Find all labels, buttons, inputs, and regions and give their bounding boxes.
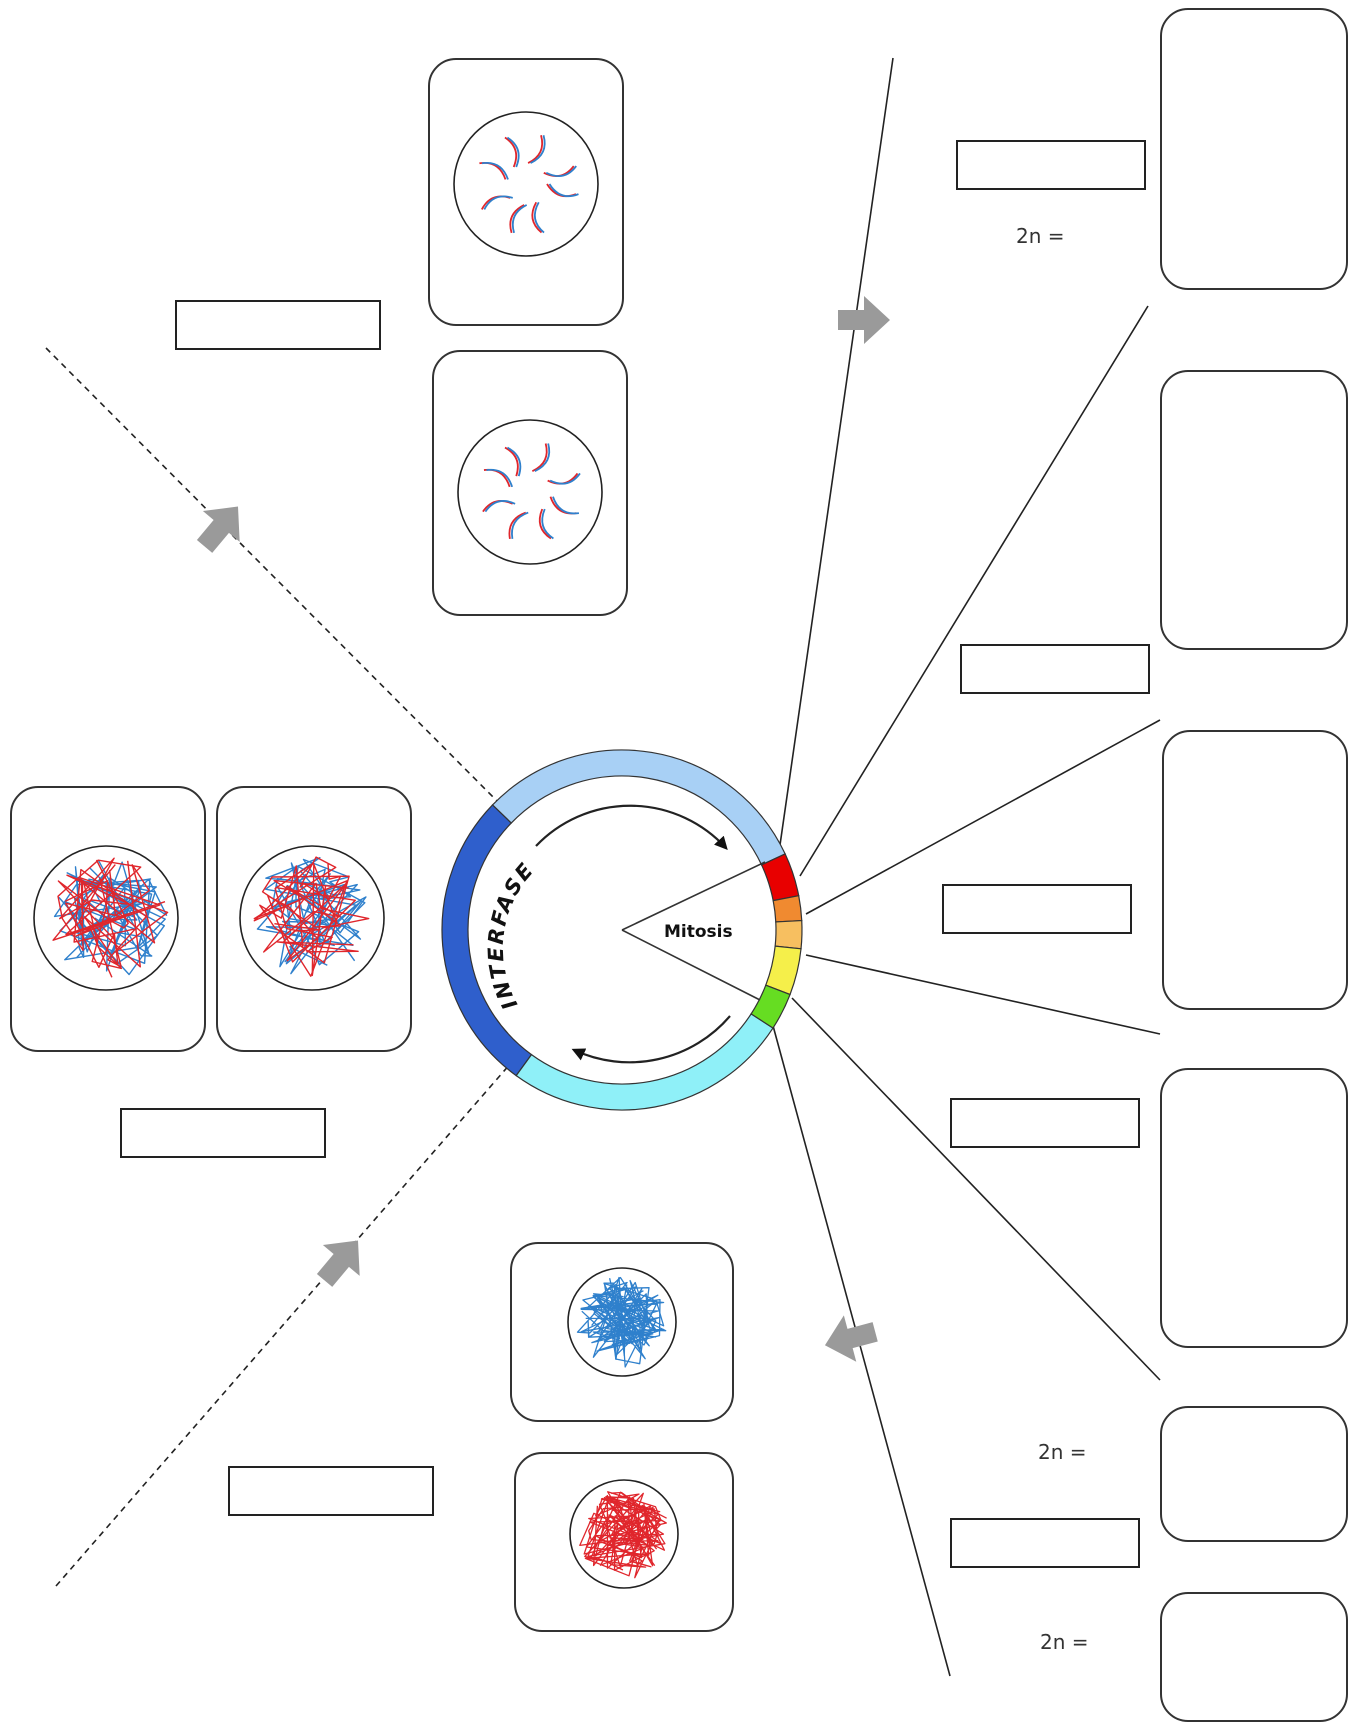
chromosome-arm xyxy=(541,508,554,540)
dashed-guide-line-upper xyxy=(45,347,509,813)
chromosome-arm xyxy=(486,468,513,488)
nucleus-membrane xyxy=(457,419,603,565)
phase-segment-metaphase xyxy=(774,919,803,950)
answer-box-phase-2[interactable] xyxy=(960,644,1150,694)
chromosome-arm xyxy=(504,136,518,168)
chromosome-arm xyxy=(483,195,514,210)
chromosome-strand xyxy=(253,862,359,953)
chromosome-arm xyxy=(533,201,545,234)
cycle-arrow-top xyxy=(535,804,728,850)
cell-cycle-wheel xyxy=(441,749,803,1111)
chromosome-strand xyxy=(58,867,166,976)
gray-arrow-upper-left xyxy=(196,506,240,553)
phase-card-1 xyxy=(1160,8,1348,290)
phase-segment-g1 xyxy=(491,749,786,866)
chromosome-arm xyxy=(508,511,527,540)
chromosome-arm xyxy=(548,183,579,198)
phase-card-4 xyxy=(1160,1068,1348,1348)
chromosome-strand xyxy=(264,866,360,966)
guide-line-phase-2a xyxy=(799,305,1149,877)
guide-line-phase-4 xyxy=(791,997,1161,1381)
guide-line-phase-2b xyxy=(805,719,1161,915)
phase-card-2 xyxy=(1160,370,1348,650)
chromosome-arm xyxy=(507,446,522,477)
phase-segment-s xyxy=(441,804,533,1077)
phase-card-3 xyxy=(1162,730,1348,1010)
cycle-arrow-bottom xyxy=(571,1015,731,1064)
chromosome-strand xyxy=(256,873,367,947)
chromosome-strand xyxy=(588,1276,656,1345)
nucleus-g1-maternal xyxy=(567,1267,677,1377)
mitosis-wedge xyxy=(621,861,766,1001)
chromosome-arm xyxy=(506,136,520,168)
chromosome-strand xyxy=(263,863,370,977)
phase-segment-prometaphase xyxy=(772,894,803,923)
nucleus-s-right xyxy=(239,845,385,991)
chromosome-arm xyxy=(531,201,543,234)
answer-box-phase-4[interactable] xyxy=(950,1098,1140,1148)
chromosome-strand xyxy=(583,1496,661,1567)
interphase-label-text: INTERFASE xyxy=(484,857,537,1013)
chromosome-strand xyxy=(580,1281,661,1352)
chromosome-arm xyxy=(538,508,552,540)
chromosome-arm xyxy=(481,161,509,180)
answer-box-phase-5[interactable] xyxy=(950,1518,1140,1568)
chromosome-arm xyxy=(534,443,551,472)
chromosome-arm xyxy=(511,204,528,234)
dashed-guide-line-lower xyxy=(55,1047,525,1587)
answer-box-s[interactable] xyxy=(120,1108,326,1158)
chromosome-arm xyxy=(549,472,581,485)
chromosome-arm xyxy=(511,511,529,540)
gray-arrow-upper-right xyxy=(838,296,890,344)
chromosome-strand xyxy=(581,1282,657,1360)
daughter-cell-card-2 xyxy=(1160,1592,1348,1722)
guide-line-phase-1 xyxy=(779,57,894,846)
nucleus-g2-lower xyxy=(457,419,603,565)
chromosome-strand xyxy=(76,877,168,972)
chromosome-arm xyxy=(531,443,548,472)
nuclei-layer xyxy=(33,111,679,1589)
mitosis-label: Mitosis xyxy=(664,922,733,942)
chromosome-strand xyxy=(52,859,166,951)
guide-line-phase-3 xyxy=(805,954,1161,1035)
chromosome-strand xyxy=(585,1283,667,1350)
answer-box-phase-3[interactable] xyxy=(942,884,1132,934)
answer-box-g2[interactable] xyxy=(175,300,381,350)
gray-arrow-lower-left xyxy=(316,1240,360,1287)
chromosome-count-label-3: 2n = xyxy=(1040,1630,1089,1654)
chromosome-count-label-2: 2n = xyxy=(1038,1440,1087,1464)
nucleus-g2-upper xyxy=(453,111,599,257)
phase-segment-telophase xyxy=(750,984,791,1029)
chromosome-strand xyxy=(57,859,147,968)
chromosome-arm xyxy=(527,135,544,164)
nucleus-s-left xyxy=(33,845,179,991)
daughter-cell-card-1 xyxy=(1160,1406,1348,1542)
chromosome-arm xyxy=(552,496,580,515)
chromosome-arm xyxy=(545,165,577,178)
nucleus-g1-paternal xyxy=(569,1479,679,1589)
phase-segment-g2 xyxy=(515,1013,774,1111)
interphase-label: INTERFASE xyxy=(484,857,539,1013)
answer-box-phase-1[interactable] xyxy=(956,140,1146,190)
chromosome-arm xyxy=(484,500,516,513)
chromosome-count-label-1: 2n = xyxy=(1016,224,1065,248)
chromosome-arm xyxy=(530,135,546,164)
chromosome-arm xyxy=(509,204,525,234)
guide-line-phase-5 xyxy=(771,1021,951,1677)
nucleus-membrane xyxy=(453,111,599,257)
chromosome-strand xyxy=(585,1504,667,1568)
gray-arrow-lower-right xyxy=(824,1315,878,1362)
chromosome-arm xyxy=(504,446,519,477)
answer-box-g1[interactable] xyxy=(228,1466,434,1516)
